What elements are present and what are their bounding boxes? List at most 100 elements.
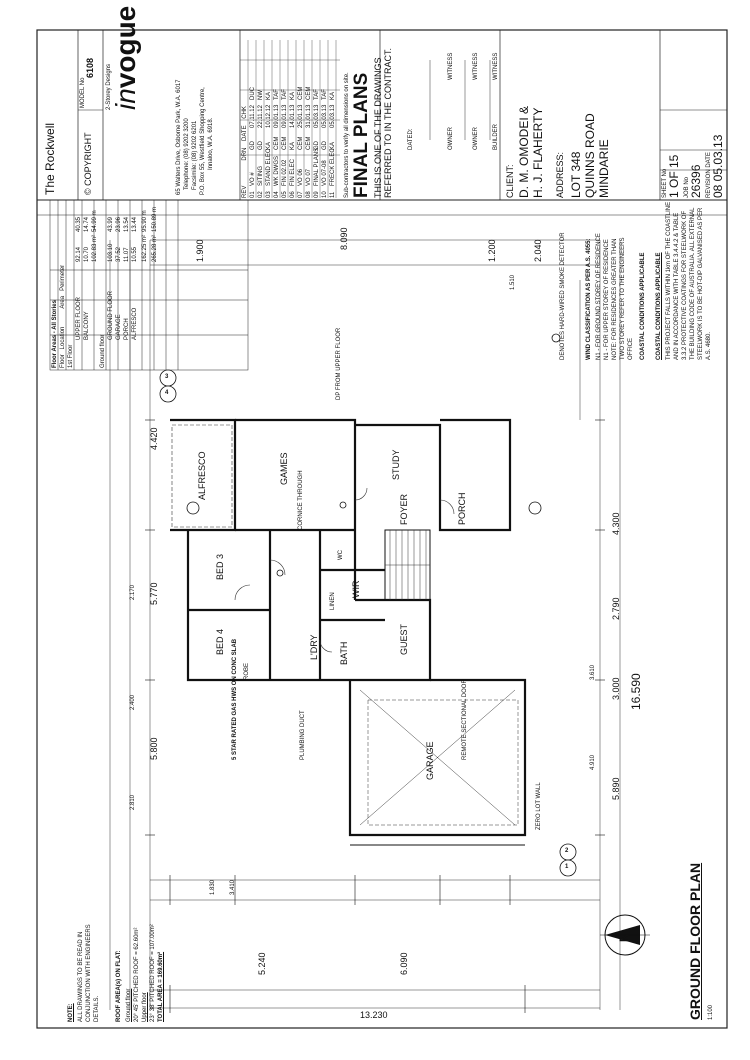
revision-cell: 25.01.13 <box>298 104 304 128</box>
floor-area-perimeter: 13.54 <box>124 216 130 232</box>
brand-prefix: in <box>110 88 141 110</box>
model-number: 6108 <box>85 57 95 78</box>
revision-cell: KA <box>266 141 272 150</box>
dim-2810: 2.810 <box>130 794 136 810</box>
revision-cell: CEM <box>274 136 280 150</box>
section-marker-4: 4 <box>165 390 169 396</box>
cornice-note: CORNICE THROUGH <box>298 470 304 530</box>
rev-header: REV DRN DATE CHK <box>242 106 248 198</box>
dimension-lines <box>109 239 621 1010</box>
sheet-value: 1 OF 15 <box>667 154 681 198</box>
sheet-border <box>36 29 728 1029</box>
revision-cell: 10 <box>322 191 328 198</box>
revision-cell: WK DWGS <box>274 156 280 186</box>
client-line-1: D. M. OMODEI & <box>517 105 531 198</box>
floor-area-value: 10.70 <box>84 246 90 262</box>
job-value: 26396 <box>689 164 703 198</box>
dim-1830: 1.830 <box>210 879 216 895</box>
revision-cell: 02 <box>258 191 264 198</box>
revision-cell: 31.01.13 <box>306 104 312 128</box>
revision-cell: KA <box>290 91 296 100</box>
door-swings <box>234 487 455 653</box>
section-marker-3: 3 <box>165 374 169 380</box>
office-address-4: P.O. Box 55, Westfield Shopping Centre, <box>200 87 206 195</box>
room-study: STUDY <box>391 449 401 480</box>
copyright: © COPYRIGHT <box>83 132 93 195</box>
revision-cell: KA <box>330 91 336 100</box>
revision-cell: 22.11.12 <box>258 105 264 128</box>
room-bed3: BED 3 <box>215 553 225 580</box>
revision-cell: VO 07 <box>306 168 312 186</box>
section-marker-1: 1 <box>565 864 569 870</box>
floor-area-perimeter: 43.99 <box>108 216 114 232</box>
drawing-title: GROUND FLOOR PLAN <box>687 862 703 1020</box>
hdr-perimeter: Perimeter <box>60 264 66 291</box>
room-porch: PORCH <box>457 492 467 525</box>
revision-cell: KA <box>266 91 272 100</box>
revision-cell: DUC <box>250 87 256 100</box>
first-floor-total-area: 102.83 m² <box>92 234 98 262</box>
section-markers <box>159 369 577 877</box>
dim-2400: 2.400 <box>130 694 136 710</box>
floor-area-location: UPPER FLOOR <box>76 296 82 340</box>
room-foyer: FOYER <box>399 493 409 525</box>
address-label: ADDRESS: <box>555 151 565 198</box>
revision-cell: KA <box>290 141 296 150</box>
roof-title: ROOF AREA(s) ON FLAT: <box>116 950 122 1022</box>
floor-area-value: 11.07 <box>124 247 130 262</box>
floor-area-value: 37.52 <box>116 246 122 262</box>
rev-header-rev: REV <box>242 185 248 198</box>
grand-total-perimeter: 150.89 m <box>152 206 158 232</box>
revision-cell: 05.03.13 <box>314 104 320 128</box>
revision-cell: 09 <box>314 191 320 198</box>
dim-2170: 2.170 <box>130 584 136 600</box>
owner-label-1: OWNER <box>448 127 454 150</box>
remote-door-note: REMOTE SECTIONAL DOOR <box>462 679 468 760</box>
floor-area-perimeter: 40.35 <box>76 216 82 232</box>
ground-floor-total-area: 162.25 m² <box>142 234 148 262</box>
stairs <box>385 530 430 600</box>
general-note-2: CONJUNCTION WITH ENGINEERS <box>86 924 92 1022</box>
room-wir: WIR <box>351 580 361 599</box>
floor-areas-headers: Floor Location Area Perimeter <box>60 265 66 368</box>
room-linen: LINEN <box>330 592 336 610</box>
revision-cell: CEM <box>306 136 312 150</box>
floor-areas-title: Floor Areas - All Stories <box>52 300 58 368</box>
dim-5890: 5.890 <box>611 777 621 800</box>
floor-area-value: 10.55 <box>132 246 138 262</box>
owner-label-2: OWNER <box>473 127 479 150</box>
witness-label-2: WITNESS <box>473 52 479 80</box>
grand-total-area: 265.28 m² <box>152 234 158 262</box>
dim-5240: 5.240 <box>257 952 267 975</box>
revision-cell: STAND ELEC <box>266 148 272 186</box>
site-address-3: MINDARIE <box>597 139 611 198</box>
revision-date-value: 08 05.03.13 <box>711 134 725 198</box>
wind-note-line: NOTE: FOR RESIDENCES GREATER THAN <box>612 238 618 360</box>
walls <box>170 418 527 837</box>
revision-cell: 09.01.13 <box>274 104 280 128</box>
revision-cell: GD <box>314 141 320 150</box>
gas-hws-note: 5 STAR RATED GAS HWS ON CONC SLAB <box>232 638 238 760</box>
revision-cell: FIN ELEC <box>290 158 296 186</box>
revision-cell: 03 <box>266 191 272 198</box>
dim-1900: 1.900 <box>195 239 205 262</box>
revision-cell: GD <box>258 141 264 150</box>
rev-header-drn: DRN <box>242 147 248 161</box>
witness-label-1: WITNESS <box>448 52 454 80</box>
revision-cell: SITING <box>258 165 264 186</box>
room-ldry: L'DRY <box>309 634 319 660</box>
coastal-title: COASTAL CONDITIONS APPLICABLE <box>656 252 662 360</box>
revision-cell: CEM <box>306 86 312 100</box>
revision-cell: 10.12.12 <box>266 104 272 128</box>
coastal-note-line: STEELWORK IS TO BE HOT-DIP GALVANISED AS… <box>698 207 704 360</box>
dim-5800: 5.800 <box>149 737 159 760</box>
project-name: The Rockwell <box>43 122 57 195</box>
floor-area-value: 103.10 <box>108 243 114 262</box>
revision-cell: 14.01.13 <box>290 104 296 128</box>
first-floor-label: 1st Floor <box>68 344 74 368</box>
revision-cell: 01 <box>250 191 256 198</box>
revision-cell: TAF <box>314 89 320 100</box>
room-alfresco: ALFRESCO <box>197 451 207 500</box>
drawing-scale: 1:100 <box>708 1004 714 1020</box>
floor-area-location: PORCH <box>124 318 130 340</box>
